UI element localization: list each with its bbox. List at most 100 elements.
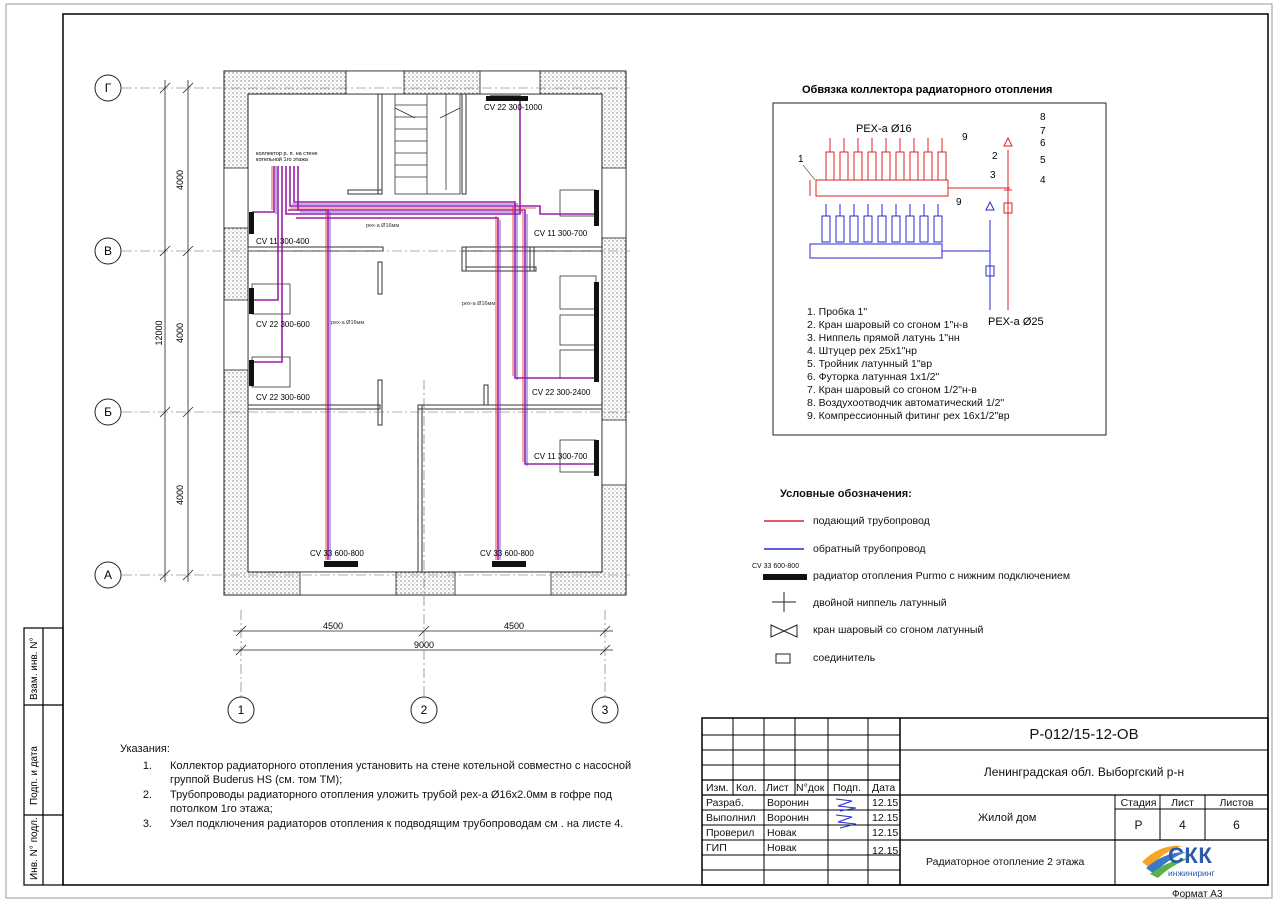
legend-radiator-tag: CV 33 600-800 — [752, 563, 800, 570]
legend-symbols — [763, 520, 807, 664]
document-code: Р-012/15-12-ОВ — [1029, 726, 1139, 743]
part-item: 4. Штуцер pex 25x1"нр — [807, 345, 917, 357]
callout: 2 — [992, 151, 998, 162]
legend-item-radiator: радиатор отопления Purmo с нижним подклю… — [813, 570, 1071, 582]
role-label: Выполнил — [706, 812, 756, 824]
axis-col-label: 3 — [602, 703, 609, 717]
role-label: Проверил — [706, 827, 755, 839]
pex16-label: PEX-a Ø16 — [856, 123, 912, 135]
legend-item-nipple: двойной ниппель латунный — [813, 597, 947, 609]
callout: 4 — [1040, 175, 1046, 186]
general-notes: Указания: 1. Коллектор радиаторного отоп… — [120, 742, 640, 831]
dim-horizontal: 4500 — [323, 621, 343, 631]
axis-col-label: 2 — [421, 703, 428, 717]
callout: 5 — [1040, 155, 1046, 166]
logo-subtext: инжиниринг — [1168, 868, 1215, 878]
radiator — [594, 282, 599, 382]
side-stamp-label: Подп. и дата — [29, 746, 40, 805]
callout: 3 — [990, 170, 996, 181]
radiator-label: CV 22 300-2400 — [532, 388, 591, 397]
legend-item-connector: соединитель — [813, 652, 876, 664]
role-name: Воронин — [767, 797, 809, 809]
pipe-label: рех-а Ø16мм — [331, 320, 364, 326]
floor-plan: Г В Б А 1 2 3 4000 4000 4000 12000 — [94, 70, 630, 724]
object-name: Жилой дом — [978, 812, 1037, 824]
part-item: 5. Тройник латунный 1"вр — [807, 358, 933, 370]
radiator — [594, 440, 599, 476]
side-stamp-label: Взам. инв. N° — [29, 638, 40, 700]
radiators — [249, 96, 599, 567]
radiator-label: CV 11 300-700 — [534, 452, 588, 461]
stage-header: Стадия — [1120, 797, 1157, 809]
dim-total-horizontal: 9000 — [414, 640, 434, 650]
role-label: Разраб. — [706, 797, 744, 809]
notes-heading: Указания: — [120, 743, 170, 755]
title-block-grid — [701, 717, 1269, 886]
radiator — [492, 561, 526, 567]
note-item: 1. Коллектор радиаторного отопления уста… — [142, 759, 632, 787]
collector-note: коллектор р. п. на стене — [256, 151, 318, 157]
part-item: 1. Пробка 1" — [807, 306, 868, 318]
dim-vertical: 4000 — [175, 170, 185, 190]
axis-row-label: Б — [104, 405, 112, 419]
pipe-label: рех-а Ø16мм — [366, 223, 399, 229]
part-item: 9. Компрессионный фитинг pex 16x1/2"вр — [807, 410, 1010, 422]
sheet-format: Формат А3 — [1172, 889, 1223, 900]
role-date: 12.15 — [872, 797, 899, 809]
axis-row-label: В — [104, 244, 112, 258]
col-header: Дата — [872, 782, 896, 794]
axis-col-label: 1 — [238, 703, 245, 717]
stage-value: Р — [1134, 818, 1143, 832]
dim-horizontal: 4500 — [504, 621, 524, 631]
stage-header: Лист — [1171, 797, 1194, 809]
role-name: Воронин — [767, 812, 809, 824]
role-label: ГИП — [706, 842, 727, 854]
legend-item-supply: подающий трубопровод — [813, 515, 930, 527]
radiator-label: CV 22 300-1000 — [484, 103, 543, 112]
radiator — [324, 561, 358, 567]
collector-note: котельной 1го этажа — [256, 156, 309, 163]
radiator — [249, 212, 254, 234]
radiator-label: CV 22 300-600 — [256, 393, 310, 402]
role-name: Новак — [767, 827, 797, 839]
part-item: 3. Ниппель прямой латунь 1"нн — [807, 332, 960, 344]
legend-item-return: обратный трубопровод — [813, 543, 926, 555]
radiator-label: CV 33 600-800 — [480, 549, 534, 558]
collector-title: Обвязка коллектора радиаторного отоплени… — [802, 84, 1052, 96]
part-item: 6. Футорка латунная 1x1/2" — [807, 371, 940, 383]
part-item: 7. Кран шаровый со сгоном 1/2"н-в — [807, 384, 977, 396]
company-logo-icon — [1142, 845, 1190, 878]
pex25-label: PEX-a Ø25 — [988, 316, 1044, 328]
radiator — [249, 360, 254, 386]
callout: 1 — [798, 154, 804, 165]
legend-title: Условные обозначения: — [780, 488, 912, 500]
callout: 7 — [1040, 126, 1046, 137]
collector-diagram: Обвязка коллектора радиаторного отоплени… — [772, 84, 1107, 436]
role-name: Новак — [767, 842, 797, 854]
role-date: 12.15 — [872, 812, 899, 824]
role-date: 12.15 — [872, 845, 899, 857]
sheet-count: 6 — [1233, 818, 1240, 832]
dim-vertical: 4000 — [175, 485, 185, 505]
radiator — [249, 288, 254, 314]
collector-parts-list: 1. Пробка 1" 2. Кран шаровый со сгоном 1… — [807, 306, 1010, 423]
axis-row-label: Г — [105, 81, 112, 95]
part-item: 2. Кран шаровый со сгоном 1"н-в — [807, 319, 969, 331]
side-stamp-label: Инв. N° подл. — [29, 817, 40, 880]
radiator — [594, 190, 599, 226]
radiator — [486, 96, 528, 101]
sheet-name: Радиаторное отопление 2 этажа — [926, 856, 1085, 868]
sheet-number: 4 — [1179, 818, 1186, 832]
note-item: 2. Трубопроводы радиаторного отопления у… — [142, 788, 613, 816]
note-item: 3. Узел подключения радиаторов отопления… — [142, 817, 624, 830]
dim-total-vertical: 12000 — [154, 320, 164, 345]
dim-vertical: 4000 — [175, 323, 185, 343]
radiator-label: CV 22 300-600 — [256, 320, 310, 329]
callout: 9 — [962, 132, 968, 143]
col-header: N°док — [796, 782, 825, 794]
callout: 9 — [956, 197, 962, 208]
role-date: 12.15 — [872, 827, 899, 839]
radiator-label: CV 11 300-400 — [256, 237, 310, 246]
callout: 8 — [1040, 112, 1046, 123]
pipe-label: рех-а Ø16мм — [462, 301, 495, 307]
